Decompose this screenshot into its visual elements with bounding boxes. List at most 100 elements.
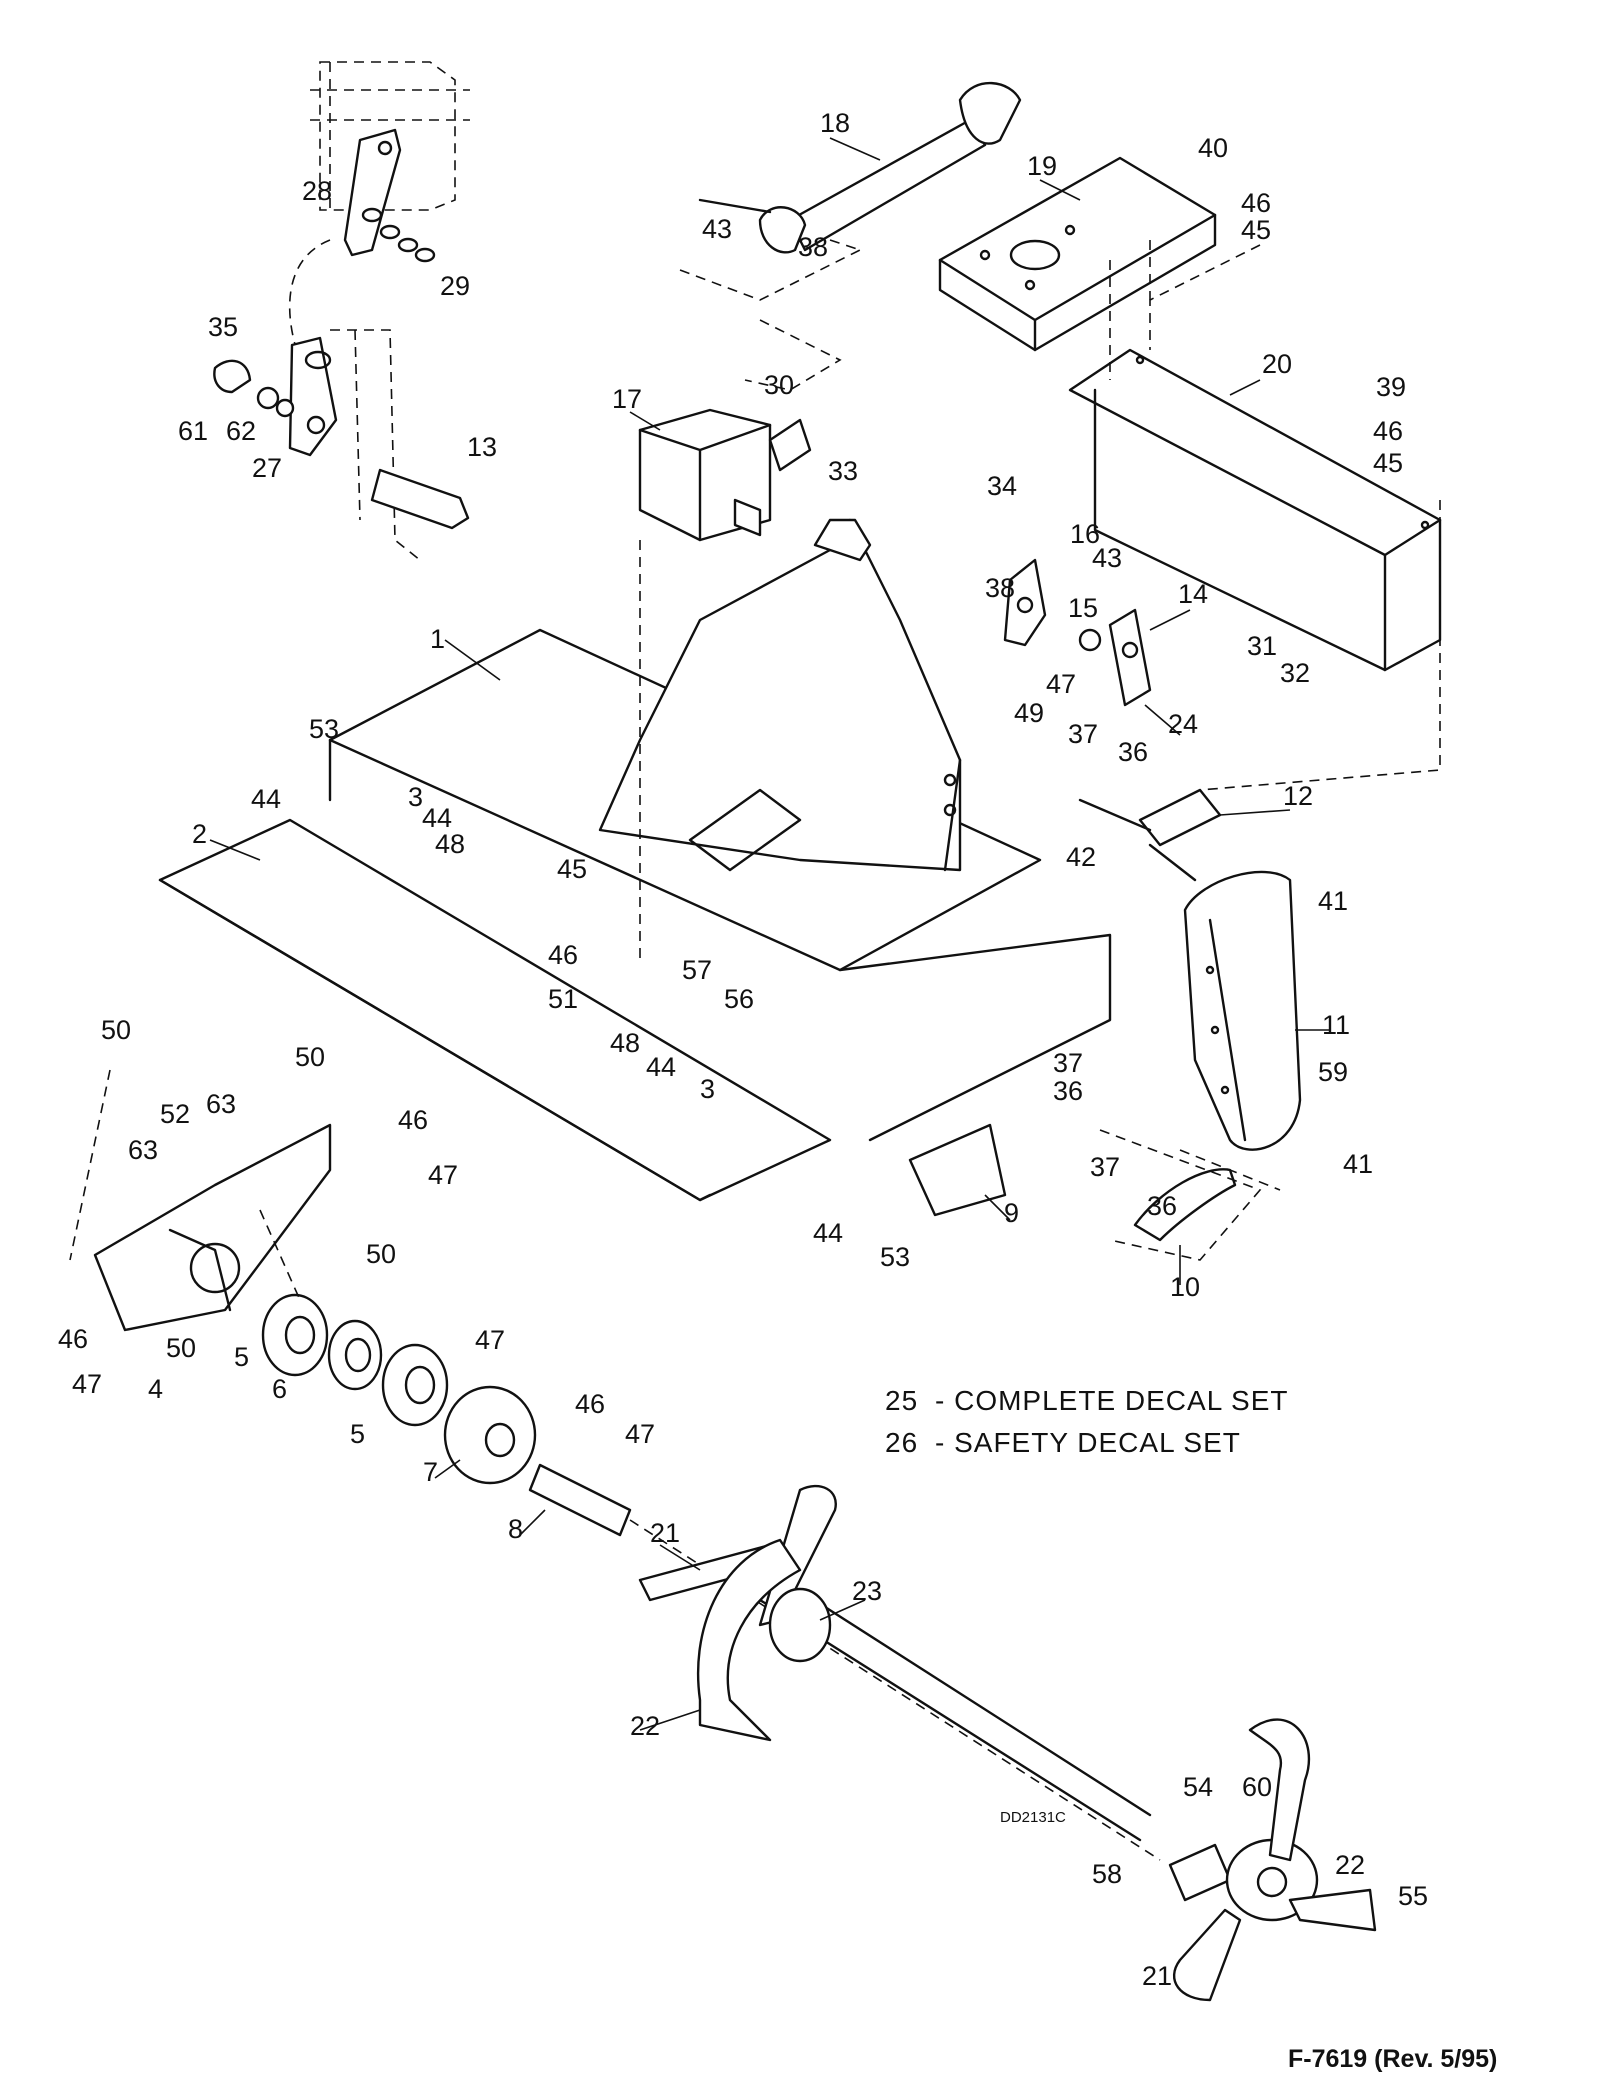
- callout-labels: 1233455678910111213141516171819202121222…: [58, 108, 1428, 1991]
- part-callout: 49: [1014, 698, 1044, 728]
- note-number: 25: [885, 1385, 918, 1416]
- part-callout: 50: [166, 1333, 196, 1363]
- part-callout: 63: [128, 1135, 158, 1165]
- part-callout: 32: [1280, 658, 1310, 688]
- part-callout: 47: [1046, 669, 1076, 699]
- part-callout: 33: [828, 456, 858, 486]
- part-callout: 47: [475, 1325, 505, 1355]
- part-callout: 24: [1168, 709, 1198, 739]
- part-callout: 52: [160, 1099, 190, 1129]
- part-callout: 5: [350, 1419, 365, 1449]
- part-callout: 36: [1118, 737, 1148, 767]
- part-callout: 15: [1068, 593, 1098, 623]
- bearing-brackets: [1003, 558, 1222, 882]
- part-callout: 38: [985, 573, 1015, 603]
- part-callout: 45: [557, 854, 587, 884]
- hitch-bracket-with-chain: [343, 128, 436, 263]
- bearing-assembly: [261, 1293, 632, 1537]
- form-number: F-7619 (Rev. 5/95): [1288, 2045, 1497, 2073]
- part-callout: 22: [630, 1711, 660, 1741]
- part-callout: 34: [987, 471, 1017, 501]
- rotor-shaft-and-tines: [629, 1484, 1377, 2002]
- part-callout: 61: [178, 416, 208, 446]
- rear-shield-flap: [158, 818, 832, 1202]
- skid-shoes: [908, 1123, 1237, 1242]
- part-callout: 9: [1004, 1198, 1019, 1228]
- part-callout: 53: [309, 714, 339, 744]
- part-callout: 41: [1318, 886, 1348, 916]
- part-callout: 40: [1198, 133, 1228, 163]
- part-callout: 43: [1092, 543, 1122, 573]
- part-callout: 36: [1053, 1076, 1083, 1106]
- part-callout: 29: [440, 271, 470, 301]
- part-callout: 53: [880, 1242, 910, 1272]
- part-callout: 4: [148, 1374, 163, 1404]
- part-callout: 11: [1322, 1010, 1350, 1040]
- part-callout: 23: [852, 1576, 882, 1606]
- top-shield-plate: [938, 156, 1217, 352]
- part-callout: 36: [1147, 1191, 1177, 1221]
- part-callout: 21: [1142, 1961, 1172, 1991]
- part-callout: 45: [1241, 215, 1271, 245]
- part-callout: 48: [435, 829, 465, 859]
- part-callout: 17: [612, 384, 642, 414]
- part-callout: 28: [302, 176, 332, 206]
- part-callout: 8: [508, 1514, 523, 1544]
- decal-notes: 25 - COMPLETE DECAL SET 26 - SAFETY DECA…: [885, 1385, 1288, 1458]
- part-callout: 42: [1066, 842, 1096, 872]
- part-callout: 51: [548, 984, 578, 1014]
- part-callout: 44: [813, 1218, 843, 1248]
- part-callout: 21: [650, 1518, 680, 1548]
- part-callout: 10: [1170, 1272, 1200, 1302]
- part-callout: 12: [1283, 781, 1313, 811]
- part-callout: 13: [467, 432, 497, 462]
- part-callout: 6: [272, 1374, 287, 1404]
- part-callout: 3: [408, 782, 423, 812]
- part-callout: 50: [101, 1015, 131, 1045]
- part-callout: 44: [251, 784, 281, 814]
- part-callout: 19: [1027, 151, 1057, 181]
- part-callout: 46: [1241, 188, 1271, 218]
- part-callout: 47: [625, 1419, 655, 1449]
- part-callout: 37: [1053, 1048, 1083, 1078]
- part-callout: 44: [422, 803, 452, 833]
- part-callout: 37: [1090, 1152, 1120, 1182]
- part-callout: 18: [820, 108, 850, 138]
- part-callout: 54: [1183, 1772, 1213, 1802]
- part-callout: 43: [702, 214, 732, 244]
- main-frame: [328, 518, 1112, 1142]
- leader-lines: [209, 137, 1330, 1731]
- part-callout: 46: [398, 1105, 428, 1135]
- part-callout: 41: [1343, 1149, 1373, 1179]
- part-callout: 14: [1178, 579, 1208, 609]
- part-callout: 47: [428, 1160, 458, 1190]
- part-callout: 39: [1376, 372, 1406, 402]
- part-callout: 1: [430, 624, 445, 654]
- part-callout: 31: [1247, 631, 1277, 661]
- part-callout: 55: [1398, 1881, 1428, 1911]
- part-callout: 48: [610, 1028, 640, 1058]
- part-callout: 35: [208, 312, 238, 342]
- lift-pin-bracket: [213, 336, 470, 530]
- note-text: - SAFETY DECAL SET: [935, 1427, 1241, 1458]
- part-callout: 59: [1318, 1057, 1348, 1087]
- part-callout: 44: [646, 1052, 676, 1082]
- part-callout: 56: [724, 984, 754, 1014]
- part-callout: 57: [682, 955, 712, 985]
- part-callout: 2: [192, 819, 207, 849]
- assembly-dashed-lines: [69, 239, 1441, 1301]
- part-callout: 5: [234, 1342, 249, 1372]
- chain-case: [1183, 870, 1302, 1151]
- pto-drive-shaft: [698, 81, 1022, 254]
- note-text: - COMPLETE DECAL SET: [935, 1385, 1288, 1416]
- part-callout: 63: [206, 1089, 236, 1119]
- part-callout: 3: [700, 1074, 715, 1104]
- part-callout: 46: [548, 940, 578, 970]
- part-callout: 62: [226, 416, 256, 446]
- part-callout: 60: [1242, 1772, 1272, 1802]
- part-callout: 22: [1335, 1850, 1365, 1880]
- part-callout: 16: [1070, 519, 1100, 549]
- end-plate: [93, 1123, 332, 1332]
- part-callout: 27: [252, 453, 282, 483]
